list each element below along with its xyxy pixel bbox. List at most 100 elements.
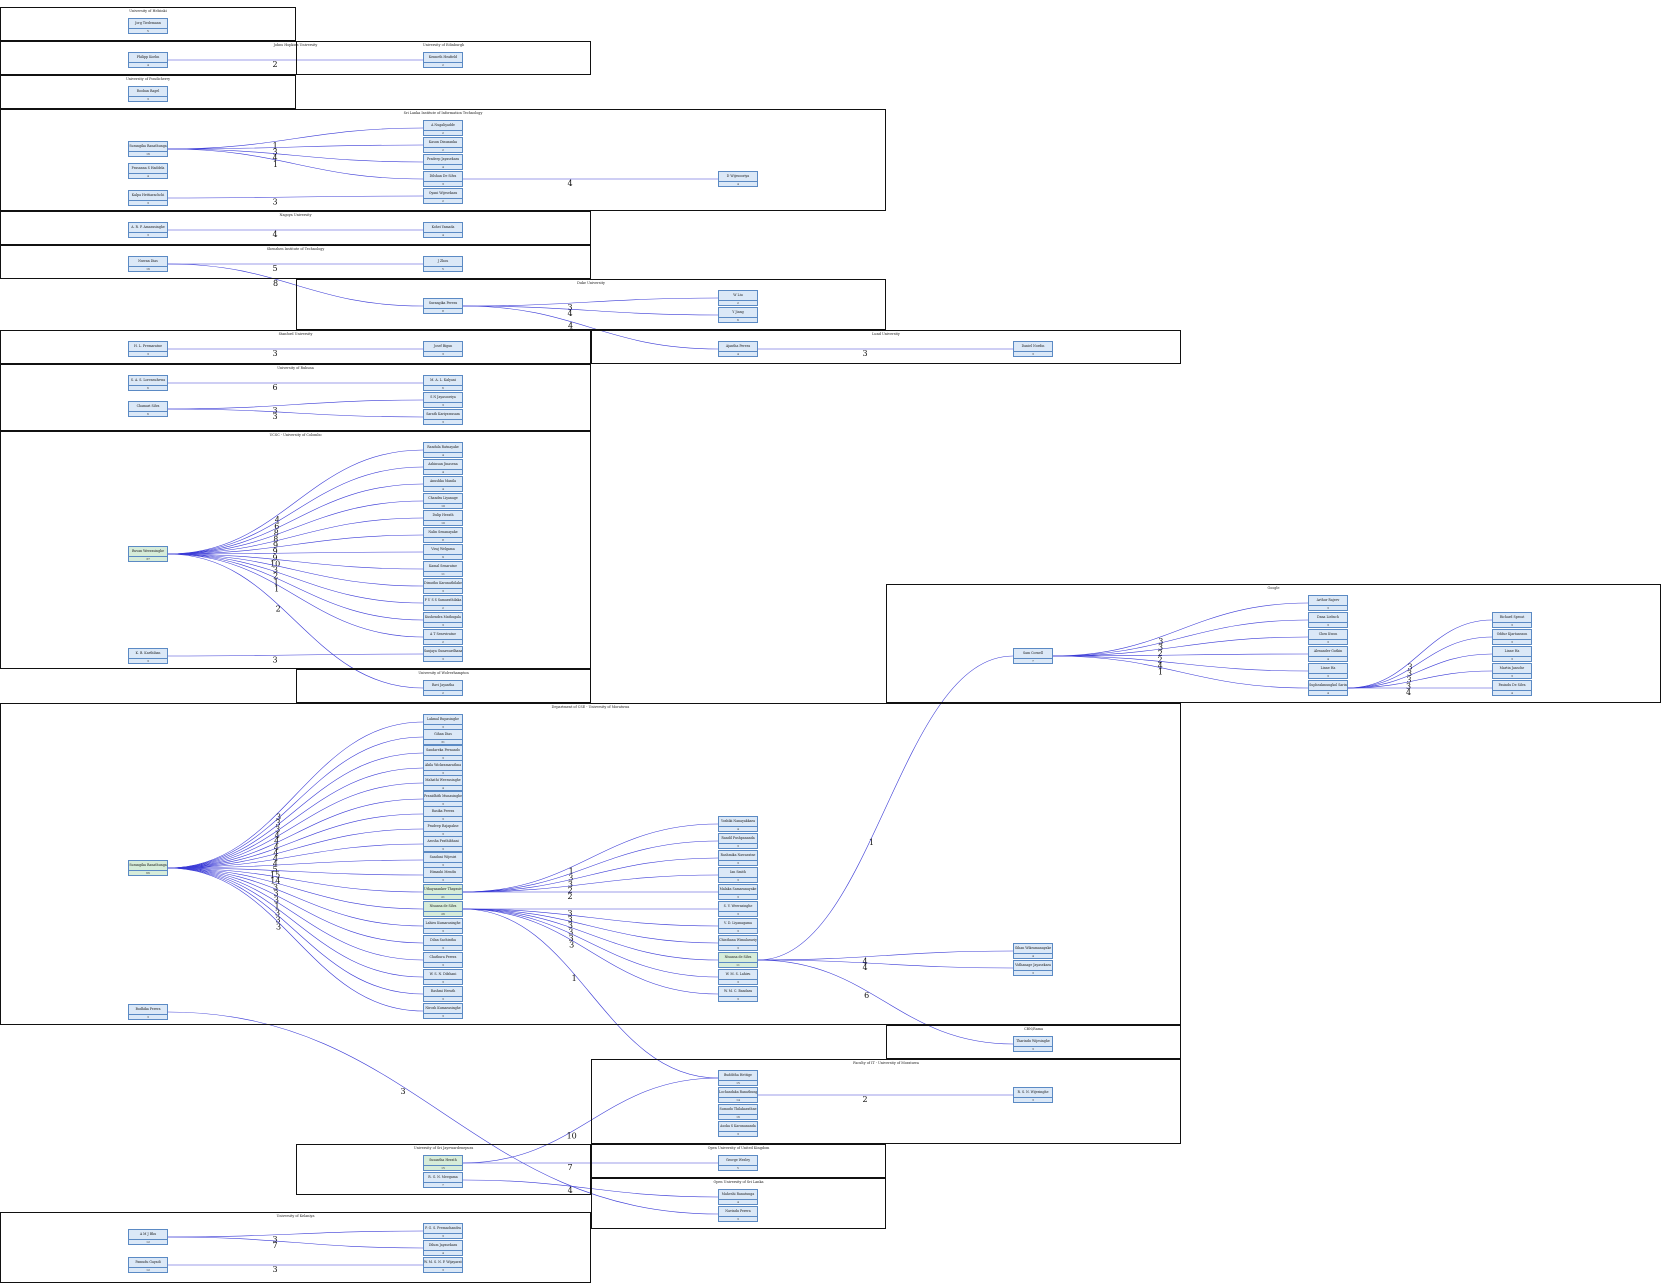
author-node[interactable]: Uthayasanker Thayasivam21 [423,884,463,900]
